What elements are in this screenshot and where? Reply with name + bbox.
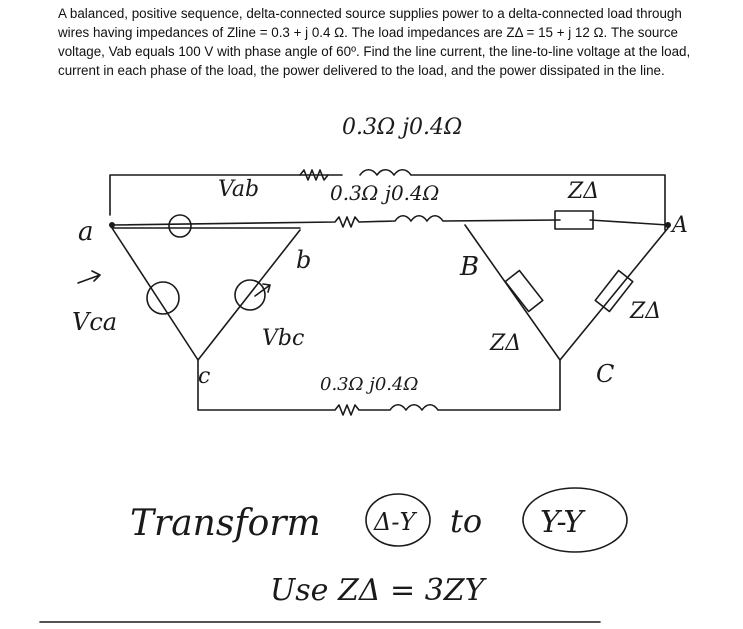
node-C-label: C — [596, 360, 614, 388]
top-line-wire — [109, 168, 666, 231]
y-y-loop — [522, 487, 628, 553]
vbc-arrow — [254, 283, 271, 297]
node-c-label: c — [198, 364, 210, 389]
load-z-right — [594, 269, 634, 313]
transform-from: Δ-Y — [373, 508, 417, 536]
node-dot-a — [109, 222, 115, 228]
delta-y-loop — [365, 493, 431, 547]
source-ca — [146, 281, 180, 315]
z-left-label: ZΔ — [489, 331, 521, 356]
z-top-label: ZΔ — [567, 179, 599, 204]
transform-to: Y-Y — [540, 505, 586, 540]
load-delta — [464, 224, 669, 361]
use-text: Use ZΔ = 3ZY — [270, 573, 488, 608]
vca-label: Vca — [72, 308, 117, 336]
source-bc — [234, 279, 266, 311]
vca-arrow — [77, 270, 101, 284]
vab-label: Vab — [218, 177, 259, 202]
line-bottom-label: 0.3Ω j0.4Ω — [320, 374, 418, 395]
line-mid-label: 0.3Ω j0.4Ω — [330, 181, 439, 205]
line-top-label: 0.3Ω j0.4Ω — [342, 115, 462, 140]
problem-statement: A balanced, positive sequence, delta-con… — [58, 6, 691, 78]
load-z-top — [554, 210, 594, 230]
source-ab — [168, 214, 192, 238]
load-z-left — [504, 269, 544, 313]
transform-to-word: to — [450, 502, 482, 540]
middle-line-wire — [111, 214, 669, 228]
bottom-line-wire — [197, 359, 561, 416]
node-B-label: B — [459, 252, 479, 282]
vbc-label: Vbc — [262, 326, 304, 351]
node-A-label: A — [670, 213, 688, 238]
z-right-label: ZΔ — [629, 299, 661, 324]
transform-text: Transform — [130, 503, 321, 544]
node-dot-A — [665, 222, 671, 228]
top-resistor — [299, 169, 329, 181]
node-b-label: b — [296, 246, 311, 274]
node-a-label: a — [78, 217, 94, 247]
